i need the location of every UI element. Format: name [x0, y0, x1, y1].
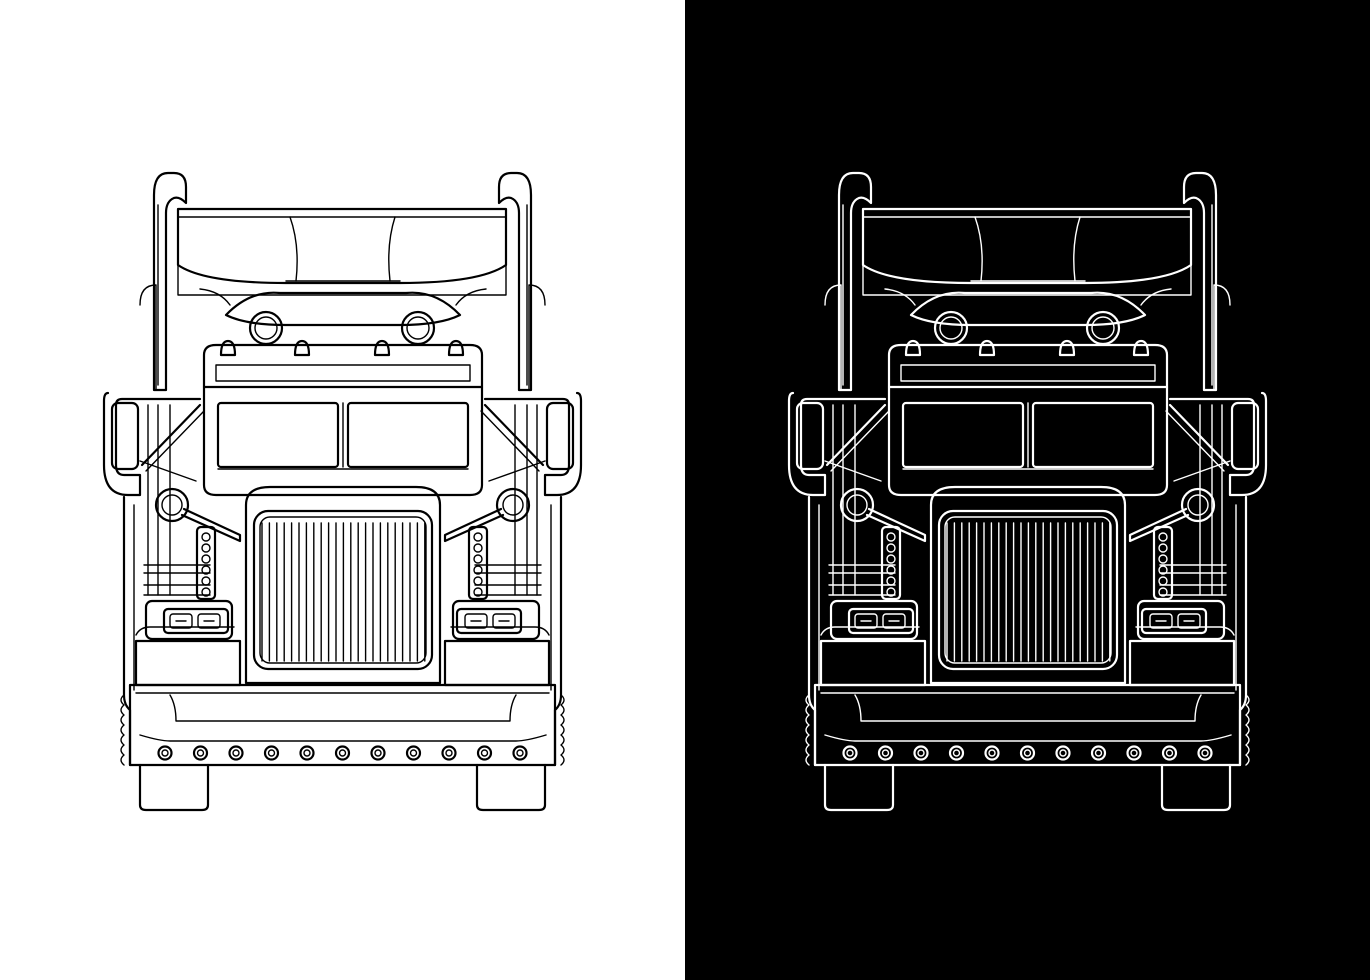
panel-light	[100, 165, 585, 815]
panel-dark	[685, 0, 1370, 980]
truck-illustration	[100, 165, 585, 815]
truck-illustration	[785, 165, 1270, 815]
